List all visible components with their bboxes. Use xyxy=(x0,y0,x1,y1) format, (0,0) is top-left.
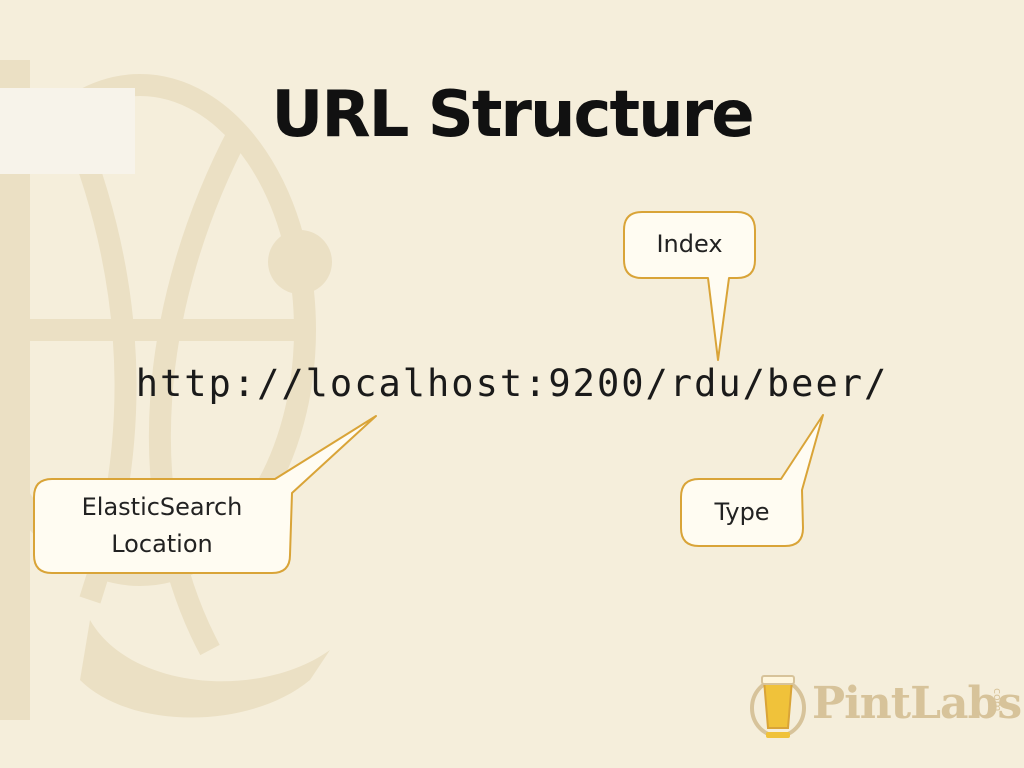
logo-suffix: com xyxy=(991,688,1004,712)
type-callout-bubble xyxy=(680,414,824,547)
location-callout-label-line1: ElasticSearch xyxy=(81,493,243,521)
watermark-highlight xyxy=(0,88,135,174)
logo-wordmark: PintLabs xyxy=(812,678,1022,729)
index-callout-bubble xyxy=(623,211,756,361)
pintlabs-logo: PintLabs com xyxy=(746,672,1022,744)
type-callout-label: Type xyxy=(714,498,770,526)
slide-title: URL Structure xyxy=(271,78,754,152)
url-example: http://localhost:9200/rdu/beer/ xyxy=(135,362,889,405)
location-callout-bubble xyxy=(33,415,377,574)
pint-glass-icon xyxy=(750,675,806,738)
location-callout-label-line2: Location xyxy=(111,530,213,558)
index-callout-label: Index xyxy=(656,230,723,258)
